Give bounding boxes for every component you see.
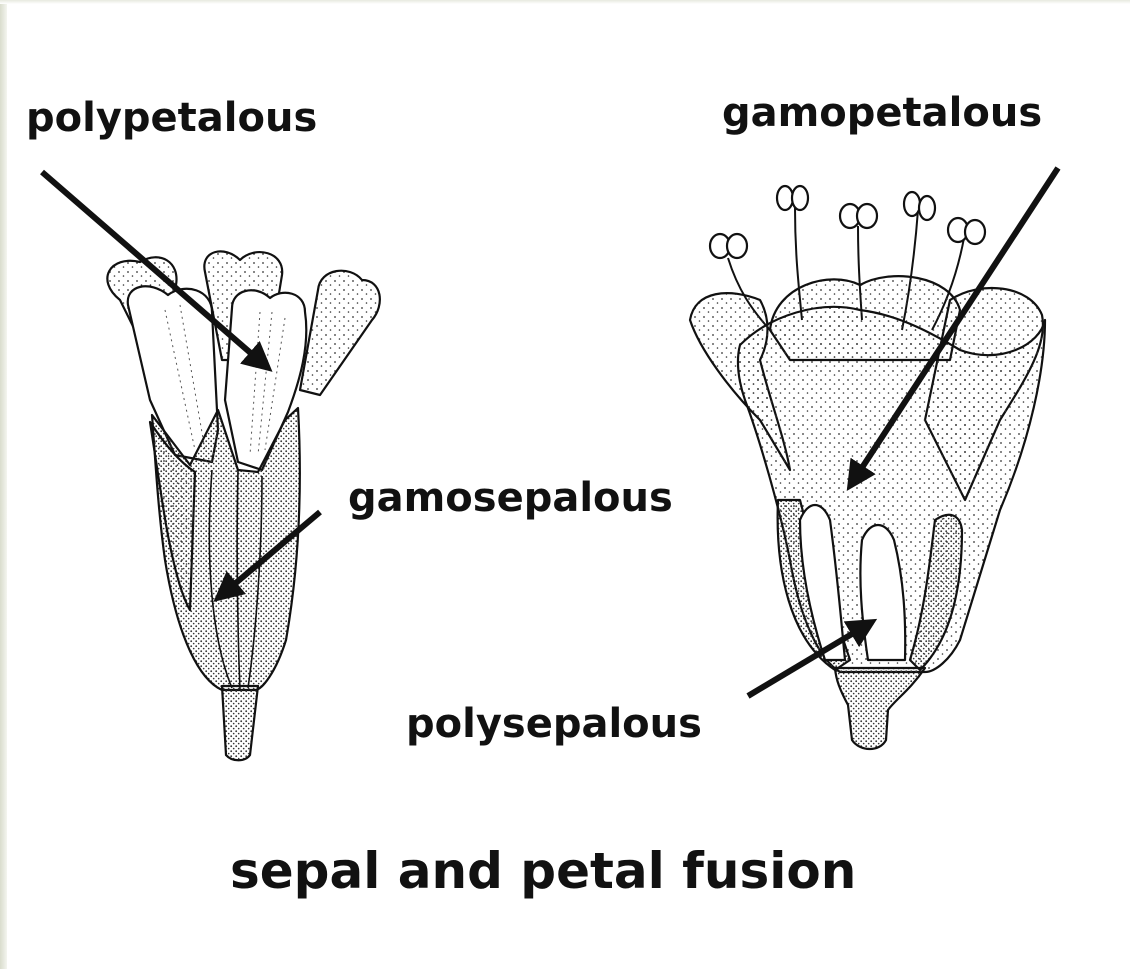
label-gamosepalous: gamosepalous xyxy=(348,478,673,518)
label-polysepalous: polysepalous xyxy=(406,704,702,744)
left-back-petal-3 xyxy=(300,271,380,395)
right-receptacle xyxy=(835,668,925,749)
left-pedicel xyxy=(222,686,258,760)
diagram-title: sepal and petal fusion xyxy=(230,846,856,896)
label-gamopetalous: gamopetalous xyxy=(722,93,1042,133)
left-flower xyxy=(107,251,379,760)
label-polypetalous: polypetalous xyxy=(26,98,317,138)
